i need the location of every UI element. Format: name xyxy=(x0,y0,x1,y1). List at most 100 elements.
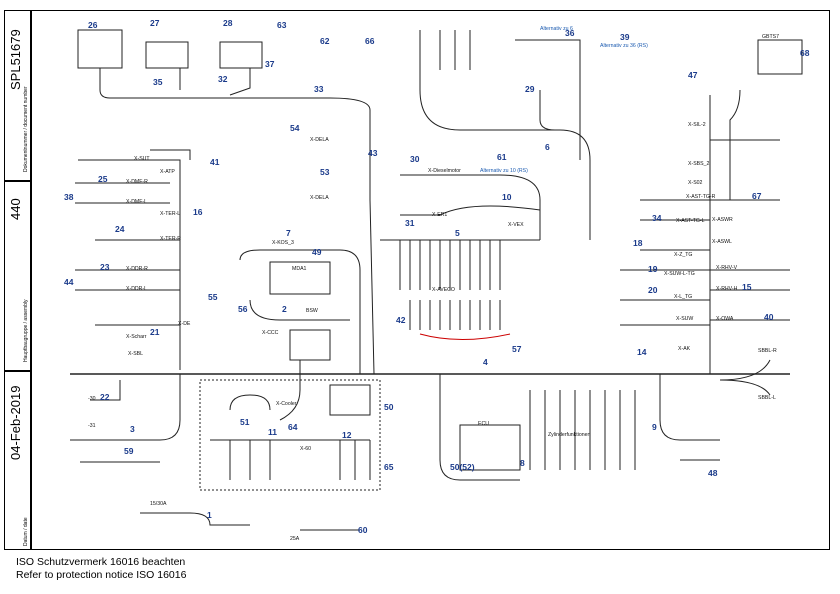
callout-51: 51 xyxy=(240,417,250,427)
left-harness xyxy=(78,159,181,370)
connector-label-x-60: X-60 xyxy=(300,446,311,452)
connector-label-x-rhv-v: X-RHV-V xyxy=(716,265,738,271)
callout-14: 14 xyxy=(637,347,647,357)
callout-59: 59 xyxy=(124,446,134,456)
mda1-box xyxy=(269,261,331,295)
callout-18: 18 xyxy=(633,238,643,248)
connector-label-x-aveco: X-AVECO xyxy=(432,287,455,293)
connector-label-x-sbs-2: X-SBS_2 xyxy=(688,161,709,167)
callout-67: 67 xyxy=(752,191,762,201)
callout-2: 2 xyxy=(282,304,287,314)
callout-9: 9 xyxy=(652,422,657,432)
connector-label-x-owa: X-OWA xyxy=(716,316,734,322)
callout-42: 42 xyxy=(396,315,406,325)
callout-27: 27 xyxy=(150,18,160,28)
connector-label-x-z-tg: X-Z_TG xyxy=(674,252,692,258)
connector-label-ecu: ECU xyxy=(478,421,489,427)
monitor-28 xyxy=(219,41,263,69)
connector-label-x-sut: X-SUT xyxy=(134,156,150,162)
callout-19: 19 xyxy=(648,264,658,274)
connector-label-x-kos-3: X-KOS_3 xyxy=(272,240,294,246)
connector-label-zylinderfunktionen: Zylinderfunktionen xyxy=(548,432,591,438)
connector-label-x-atp: X-ATP xyxy=(160,169,175,175)
callout-37: 37 xyxy=(265,59,275,69)
callout-56: 56 xyxy=(238,304,248,314)
connector-label-k-31: -31 xyxy=(88,423,96,429)
callout-53: 53 xyxy=(320,167,330,177)
connector-label-mda1: MDA1 xyxy=(292,266,307,272)
connector-label-x-dela-1: X-DELA xyxy=(310,137,329,143)
callout-49: 49 xyxy=(312,247,322,257)
callout-30: 30 xyxy=(410,154,420,164)
connector-label-x-dieselmotor: X-Dieselmotor xyxy=(428,168,461,174)
callout-10: 10 xyxy=(502,192,512,202)
callout-68: 68 xyxy=(800,48,810,58)
title-block xyxy=(4,10,32,550)
callout-33: 33 xyxy=(314,84,324,94)
connector-label-k-15-30a: 15/30A xyxy=(150,501,167,507)
footer: ISO Schutzvermerk 16016 beachten Refer t… xyxy=(16,556,186,582)
callout-23: 23 xyxy=(100,262,110,272)
callout-54: 54 xyxy=(290,123,300,133)
callout-21: 21 xyxy=(150,327,160,337)
callout-40: 40 xyxy=(764,312,774,322)
connector-label-x-ter-r: X-TER-R xyxy=(160,236,181,242)
protection-notice-en: Refer to protection notice ISO 16016 xyxy=(16,569,187,581)
connector-label-x-ddr-l: X-DDR-L xyxy=(126,286,147,292)
connector-label-x-ter-l: X-TER-L xyxy=(160,211,180,217)
connector-label-alternativ-3: Alternativ zu 10 (RS) xyxy=(480,168,528,174)
callout-47: 47 xyxy=(688,70,698,80)
callout-5: 5 xyxy=(455,228,460,238)
connector-label-x-rhv-h: X-RHV-H xyxy=(716,286,738,292)
connector-label-x-dmf-r: X-DMF-R xyxy=(126,179,148,185)
callout-16: 16 xyxy=(193,207,203,217)
connector-label-x-sil-2: X-SIL-2 xyxy=(688,122,706,128)
top-center-harness xyxy=(419,30,591,240)
callout-3: 3 xyxy=(130,424,135,434)
drawing-frame xyxy=(30,10,830,550)
cylinder-function-harness xyxy=(529,390,636,470)
monitor-harness xyxy=(99,68,375,375)
connector-label-x-er-1: X-ER1 xyxy=(432,212,447,218)
callout-20: 20 xyxy=(648,285,658,295)
callout-29: 29 xyxy=(525,84,535,94)
callout-11: 11 xyxy=(268,427,277,437)
monitor-27 xyxy=(145,41,189,69)
connector-label-x-dela-2: X-DELA xyxy=(310,195,329,201)
connector-label-x-schar: X-Scharr xyxy=(126,334,147,340)
callout-25: 25 xyxy=(98,174,108,184)
callout-41: 41 xyxy=(210,157,220,167)
callout-1: 1 xyxy=(207,510,212,520)
connector-label-alternativ-2: Alternativ zu 36 (RS) xyxy=(600,43,648,49)
callout-60: 60 xyxy=(358,525,368,535)
fuse-row xyxy=(399,240,501,330)
connector-label-x-ccc: X-CCC xyxy=(262,330,279,336)
callout-66: 66 xyxy=(365,36,375,46)
connector-label-x-s02: X-S02 xyxy=(688,180,703,186)
callout-55: 55 xyxy=(208,292,218,302)
callout-36: 36 xyxy=(565,28,575,38)
connector-label-x-ddr-r: X-DDR-R xyxy=(126,266,148,272)
callout-62: 62 xyxy=(320,36,330,46)
callout-7: 7 xyxy=(286,228,291,238)
title-block-divider-1 xyxy=(4,180,32,182)
protection-notice-de: ISO Schutzvermerk 16016 beachten xyxy=(16,556,186,568)
battery-cable xyxy=(140,512,250,526)
connector-label-x-cooler: X-Cooler xyxy=(276,401,297,407)
callout-65: 65 xyxy=(384,462,394,472)
connector-label-x-aswr: X-ASWR xyxy=(712,217,733,223)
connector-labels: X-SUTX-ATPX-DMF-RX-DMF-LX-TER-LX-TER-RX-… xyxy=(88,26,779,542)
bsw-box xyxy=(289,329,331,361)
callout-61: 61 xyxy=(497,152,507,162)
callout-38: 38 xyxy=(64,192,74,202)
callout-64: 64 xyxy=(288,422,298,432)
connector-label-x-sbl: X-SBL xyxy=(128,351,143,357)
monitor-26 xyxy=(77,29,123,69)
gbts-box xyxy=(757,39,803,75)
callout-39: 39 xyxy=(620,32,630,42)
connector-label-gbts: GBTS7 xyxy=(762,34,779,40)
callout-12: 12 xyxy=(342,430,352,440)
callout-31: 31 xyxy=(405,218,415,228)
